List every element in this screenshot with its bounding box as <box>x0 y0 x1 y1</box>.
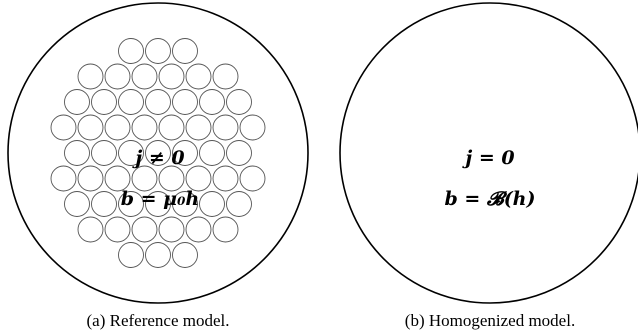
strand <box>212 165 239 192</box>
strand <box>104 165 131 192</box>
strand <box>226 89 252 115</box>
strand <box>91 140 117 166</box>
strand <box>77 63 104 90</box>
strand <box>172 89 198 115</box>
strand <box>64 89 90 115</box>
strand <box>145 140 171 166</box>
homogenized-equation-current: j = 0 <box>461 147 514 169</box>
homogenized-conductor-boundary <box>339 2 638 304</box>
homogenized-equation-field: b = 𝓑(h) <box>445 188 536 210</box>
strand <box>239 165 266 192</box>
strand <box>104 216 131 243</box>
homogenized-model-caption: (b) Homogenized model. <box>405 311 575 330</box>
strand <box>172 140 198 166</box>
strand <box>185 63 212 90</box>
strand <box>145 89 171 115</box>
strand <box>239 114 266 141</box>
reference-model-panel: j ≠ 0 b = μ₀h (a) Reference model. <box>7 2 309 330</box>
strand <box>158 216 185 243</box>
strand <box>145 242 171 268</box>
strand <box>131 216 158 243</box>
strand <box>118 140 144 166</box>
reference-equation-current: j ≠ 0 <box>131 147 184 169</box>
strand <box>226 191 252 217</box>
strand <box>199 89 225 115</box>
strand <box>172 191 198 217</box>
strand <box>77 216 104 243</box>
strand <box>118 38 144 64</box>
strand <box>118 242 144 268</box>
strand <box>145 38 171 64</box>
strand <box>64 191 90 217</box>
strand <box>50 114 77 141</box>
strand <box>104 114 131 141</box>
strand <box>212 114 239 141</box>
strand-bundle <box>50 38 266 268</box>
strand <box>50 165 77 192</box>
reference-model-caption: (a) Reference model. <box>87 311 230 330</box>
strand <box>77 114 104 141</box>
strand <box>131 165 158 192</box>
strand <box>185 216 212 243</box>
strand <box>77 165 104 192</box>
strand <box>118 89 144 115</box>
strand <box>91 89 117 115</box>
strand <box>226 140 252 166</box>
strand <box>91 191 117 217</box>
strand <box>212 63 239 90</box>
strand <box>212 216 239 243</box>
homogenized-model-panel: j = 0 b = 𝓑(h) (b) Homogenized model. <box>339 2 638 330</box>
strand <box>145 191 171 217</box>
strand <box>172 38 198 64</box>
strand <box>158 165 185 192</box>
strand <box>185 165 212 192</box>
reference-conductor-boundary <box>7 2 309 304</box>
reference-equation-field: b = μ₀h <box>121 188 199 210</box>
strand <box>185 114 212 141</box>
strand <box>64 140 90 166</box>
strand <box>118 191 144 217</box>
strand <box>131 114 158 141</box>
strand <box>158 63 185 90</box>
strand <box>199 191 225 217</box>
strand <box>158 114 185 141</box>
strand <box>172 242 198 268</box>
strand <box>104 63 131 90</box>
strand <box>131 63 158 90</box>
strand <box>199 140 225 166</box>
